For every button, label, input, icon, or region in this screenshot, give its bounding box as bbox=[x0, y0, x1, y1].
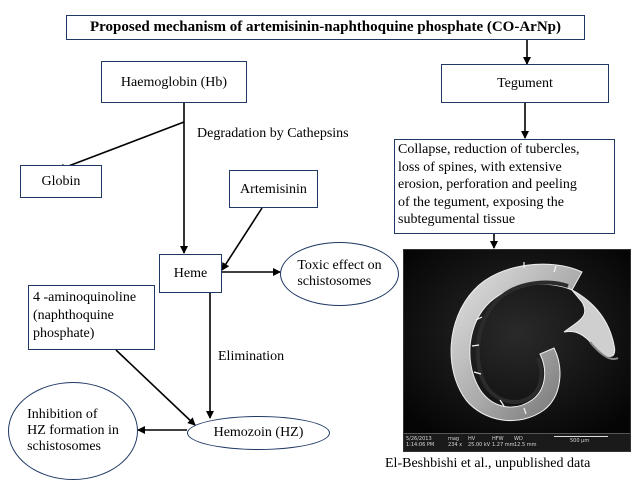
node-aminoquinoline: 4 -aminoquinoline (naphthoquine phosphat… bbox=[28, 285, 155, 350]
sem-scale-label: 500 µm bbox=[570, 438, 590, 444]
sem-micrograph: 5/26/2013 1:14:06 PM mag 234 x HV 25.00 … bbox=[403, 249, 631, 452]
node-toxic-effect: Toxic effect on schistosomes bbox=[280, 242, 399, 306]
arrow-aminoquinoline-to-hemozoin bbox=[115, 349, 196, 426]
node-tegument: Tegument bbox=[441, 64, 609, 103]
node-globin-label: Globin bbox=[41, 174, 81, 189]
sem-hv-label: HV bbox=[468, 436, 476, 442]
node-inhibition: Inhibition of HZ formation in schistosom… bbox=[8, 382, 138, 480]
edge-label-degradation: Degradation by Cathepsins bbox=[197, 126, 349, 141]
tegument-damage-line: erosion, perforation and peeling bbox=[398, 177, 577, 192]
sem-date: 5/26/2013 bbox=[406, 436, 432, 442]
sem-hfw: 1.27 mm bbox=[492, 442, 515, 448]
sem-mag: 234 x bbox=[448, 442, 463, 448]
arrow-artemisinin-to-heme bbox=[221, 207, 263, 271]
sem-wd: 12.5 mm bbox=[514, 442, 537, 448]
sem-scale-bar bbox=[554, 436, 608, 437]
node-heme-label: Heme bbox=[173, 266, 208, 281]
node-artemisinin-label: Artemisinin bbox=[240, 181, 307, 197]
schistosome-image bbox=[404, 250, 630, 436]
aminoquinoline-line: phosphate) bbox=[33, 326, 95, 341]
sem-time: 1:14:06 PM bbox=[406, 442, 435, 448]
tegument-damage-line: Collapse, reduction of tubercles, bbox=[398, 142, 580, 157]
node-haemoglobin: Haemoglobin (Hb) bbox=[101, 61, 247, 103]
toxic-line: schistosomes bbox=[297, 274, 372, 289]
inhibition-line: schistosomes bbox=[27, 439, 101, 454]
node-artemisinin: Artemisinin bbox=[229, 170, 318, 208]
tegument-damage-line: loss of spines, with extensive bbox=[398, 159, 562, 175]
diagram-title: Proposed mechanism of artemisinin-naphth… bbox=[66, 15, 585, 40]
toxic-line: Toxic effect on bbox=[297, 258, 382, 273]
node-globin: Globin bbox=[20, 165, 102, 198]
sem-mag-label: mag bbox=[448, 436, 460, 442]
sem-wd-label: WD bbox=[514, 436, 523, 442]
node-tegument-damage: Collapse, reduction of tubercles, loss o… bbox=[394, 139, 615, 234]
edge-label-elimination: Elimination bbox=[218, 349, 285, 364]
inhibition-line: Inhibition of bbox=[27, 407, 98, 422]
sem-hfw-label: HFW bbox=[492, 436, 504, 442]
sem-hv: 25.00 kV bbox=[468, 442, 491, 448]
node-hemozoin-label: Hemozoin (HZ) bbox=[213, 425, 304, 440]
diagram-title-text: Proposed mechanism of artemisinin-naphth… bbox=[89, 19, 562, 35]
arrow-hb-to-globin bbox=[57, 121, 185, 172]
inhibition-line: HZ formation in bbox=[27, 423, 119, 438]
tegument-damage-line: subtegumental tissue bbox=[398, 212, 516, 227]
node-haemoglobin-label: Haemoglobin (Hb) bbox=[120, 74, 228, 90]
aminoquinoline-line: (naphthoquine bbox=[33, 308, 114, 323]
tegument-damage-line: of the tegument, exposing the bbox=[398, 194, 565, 210]
node-heme: Heme bbox=[159, 254, 222, 293]
aminoquinoline-line: 4 -aminoquinoline bbox=[33, 290, 137, 305]
node-hemozoin: Hemozoin (HZ) bbox=[187, 416, 330, 450]
micrograph-caption: El-Beshbishi et al., unpublished data bbox=[385, 456, 591, 471]
node-tegument-label: Tegument bbox=[497, 76, 553, 91]
sem-info-bar: 5/26/2013 1:14:06 PM mag 234 x HV 25.00 … bbox=[404, 433, 630, 451]
